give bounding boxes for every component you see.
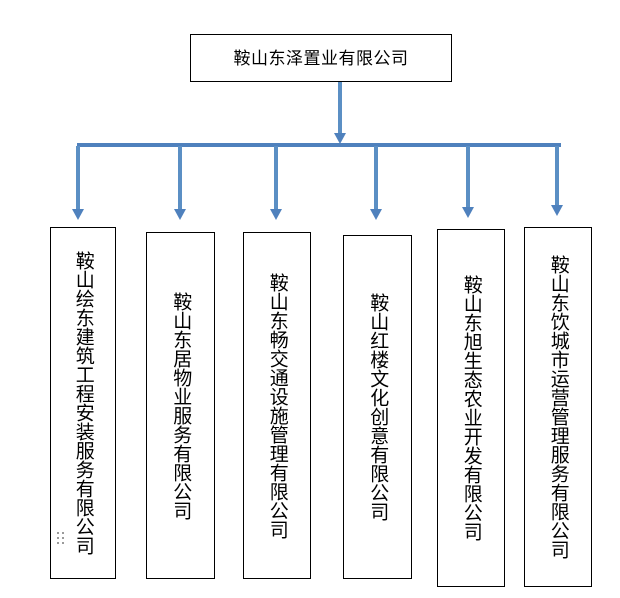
connector-child-2-shaft <box>178 146 182 210</box>
connector-child-5-arrowhead <box>462 207 474 218</box>
root-node-label: 鞍山东泽置业有限公司 <box>233 48 409 68</box>
child-node-1-label: 鞍山绘东建筑工程安装服务有限公司 <box>72 251 94 555</box>
child-node-4[interactable]: 鞍山红楼文化创意有限公司 <box>343 235 412 579</box>
connector-child-6-arrowhead <box>551 205 563 216</box>
connector-child-5-shaft <box>466 146 470 208</box>
child-node-2[interactable]: 鞍山东居物业服务有限公司 <box>146 232 215 579</box>
child-node-6[interactable]: 鞍山东饮城市运营管理服务有限公司 <box>524 227 592 587</box>
child-node-2-label: 鞍山东居物业服务有限公司 <box>170 291 192 520</box>
child-node-5-label: 鞍山东旭生态农业开发有限公司 <box>460 275 482 541</box>
connector-child-6-shaft <box>555 146 559 206</box>
child-node-3[interactable]: 鞍山东畅交通设施管理有限公司 <box>243 232 311 579</box>
connector-child-4-arrowhead <box>370 209 382 220</box>
child-node-3-label: 鞍山东畅交通设施管理有限公司 <box>266 272 288 539</box>
connector-child-1-shaft <box>76 146 80 210</box>
connector-child-3-shaft <box>274 146 278 210</box>
connector-child-1-arrowhead <box>72 209 84 220</box>
connector-child-3-arrowhead <box>270 209 282 220</box>
connector-child-4-shaft <box>374 146 378 210</box>
child-node-6-label: 鞍山东饮城市运营管理服务有限公司 <box>547 255 569 559</box>
child-node-5[interactable]: 鞍山东旭生态农业开发有限公司 <box>437 229 505 587</box>
connector-root-arrowhead <box>334 133 346 144</box>
connector-child-2-arrowhead <box>174 209 186 220</box>
connector-horizontal-bar <box>77 143 561 147</box>
root-node[interactable]: 鞍山东泽置业有限公司 <box>190 34 452 82</box>
resize-handle-dots <box>57 532 65 545</box>
child-node-1[interactable]: 鞍山绘东建筑工程安装服务有限公司 <box>50 227 116 579</box>
connector-root-stem <box>338 82 342 134</box>
child-node-4-label: 鞍山红楼文化创意有限公司 <box>367 293 389 521</box>
